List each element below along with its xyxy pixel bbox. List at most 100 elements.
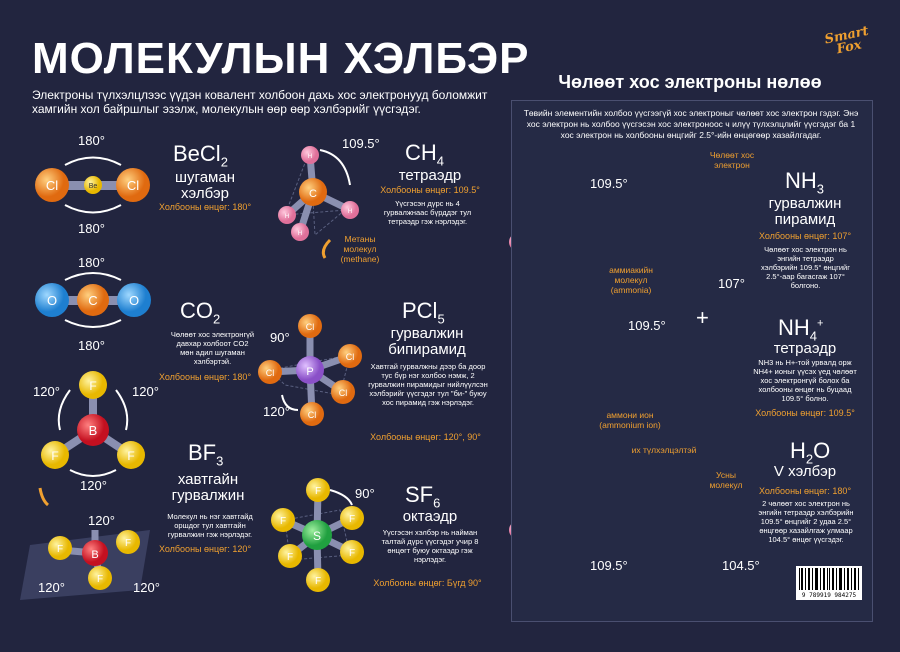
pcl5-shape-line2: бипирамид xyxy=(388,341,466,358)
h2o-angle-2: 104.5° xyxy=(722,558,760,573)
sf6-desc: Үүсгэсэн хэлбэр нь найман талтай дүрс үү… xyxy=(381,528,479,564)
becl2-shape-line2: хэлбэр xyxy=(181,185,229,202)
nh4-label-line2: (ammonium ion) xyxy=(599,420,661,430)
svg-text:C: C xyxy=(88,293,97,308)
svg-text:P: P xyxy=(306,366,313,378)
barcode-bars xyxy=(799,568,859,590)
svg-text:Cl: Cl xyxy=(346,352,355,362)
co2-angle-bottom: 180° xyxy=(78,338,105,353)
h2o-formula: H2O xyxy=(790,438,831,467)
sf6-formula: SF6 xyxy=(405,482,441,511)
svg-text:Cl: Cl xyxy=(266,368,275,378)
svg-text:H: H xyxy=(308,154,312,160)
bf3-angle-a: 120° xyxy=(33,384,60,399)
barcode-digits: 9 789919 984275 xyxy=(801,592,857,599)
pcl5-formula: PCl5 xyxy=(402,298,445,327)
pcl5-model: Cl Cl Cl Cl Cl P xyxy=(258,314,362,426)
pcl5-shape: гурвалжин бипирамид xyxy=(372,326,482,358)
svg-text:H: H xyxy=(285,214,289,220)
h2o-bond-angle: Холбооны өнцөг: 180° xyxy=(758,486,852,496)
cl-atom xyxy=(35,168,69,202)
sf6-shape: октаэдр xyxy=(402,508,458,525)
nh4-formula: NH4+ xyxy=(778,315,824,344)
bf3-shape-line2: гурвалжин xyxy=(171,487,245,504)
sf6-bond-angle: Холбооны өнцөг: Бүгд 90° xyxy=(373,578,482,588)
bf3-bond-angle: Холбооны өнцөг: 120° xyxy=(158,544,252,554)
barcode: 9 789919 984275 xyxy=(796,566,862,600)
nh3-shape-line2: пирамид xyxy=(774,211,836,228)
svg-text:H: H xyxy=(298,231,302,237)
ch4-formula: CH4 xyxy=(405,140,445,169)
svg-text:Cl: Cl xyxy=(46,178,58,193)
co2-bond-angle: Холбооны өнцөг: 180° xyxy=(158,372,252,382)
svg-text:B: B xyxy=(91,549,98,561)
svg-text:O: O xyxy=(129,293,139,308)
co2-model: O C O xyxy=(35,272,151,328)
bf3-shape: хавтгайн гурвалжин xyxy=(158,472,258,504)
svg-text:Cl: Cl xyxy=(339,388,348,398)
svg-text:C: C xyxy=(309,188,317,200)
be-atom xyxy=(84,176,102,194)
o-atom xyxy=(35,283,69,317)
h2o-repulsion-label: их түлхэлцэлтэй xyxy=(631,445,697,455)
o-atom xyxy=(117,283,151,317)
svg-text:H: H xyxy=(348,209,352,215)
svg-text:B: B xyxy=(89,423,98,438)
co2-angle-top: 180° xyxy=(78,255,105,270)
cl-atom xyxy=(116,168,150,202)
h2o-shape: V хэлбэр xyxy=(773,463,837,480)
nh4-angle: 109.5° xyxy=(628,318,666,333)
svg-text:Cl: Cl xyxy=(127,178,139,193)
nh4-label-line1: аммони ион xyxy=(606,410,654,420)
bf3-shape-line1: хавтгайн xyxy=(177,471,239,488)
svg-text:O: O xyxy=(47,293,57,308)
nh3-mol-line2: молекул xyxy=(614,275,648,285)
bf3-angle-b: 120° xyxy=(132,384,159,399)
svg-text:F: F xyxy=(315,576,321,587)
nh4-desc: NH3 нь H+-той урвалд орж NH4+ ионыг үүсэ… xyxy=(753,358,857,403)
bf3-angle-f: 120° xyxy=(133,580,160,595)
nh3-mol-line3: (ammonia) xyxy=(610,285,652,295)
ch4-model: H H H H C xyxy=(278,146,359,259)
ch4-desc: Үүсгэсэн дүрс нь 4 гурвалжнаас бүрддэг т… xyxy=(383,199,472,226)
becl2-angle-bottom: 180° xyxy=(78,221,105,236)
pcl5-angle-1: 90° xyxy=(270,330,290,345)
svg-text:S: S xyxy=(313,529,321,543)
h2o-mol-line2: молекул xyxy=(709,480,743,490)
nh3-angle-2: 107° xyxy=(718,276,745,291)
bf3-formula: BF3 xyxy=(188,440,224,469)
h2o-angle-1: 109.5° xyxy=(590,558,628,573)
bf3-angle-e: 120° xyxy=(38,580,65,595)
intro-text: Электроны түлхэлцлээс үүдэн ковалент хол… xyxy=(32,88,488,116)
svg-text:F: F xyxy=(287,552,293,563)
h2o-mol-label: Усны молекул xyxy=(706,470,746,490)
nh4-shape: тетраэдр xyxy=(773,340,837,357)
ch4-note-line2: молекул xyxy=(343,244,377,254)
h2o-mol-line1: Усны xyxy=(716,470,736,480)
svg-text:F: F xyxy=(315,486,321,497)
nh3-angle-1: 109.5° xyxy=(590,176,628,191)
svg-text:F: F xyxy=(57,544,63,555)
becl2-bond-angle: Холбооны өнцөг: 180° xyxy=(158,202,252,212)
nh4-label: аммони ион (ammonium ion) xyxy=(590,410,670,430)
nh4-bond-angle: Холбооны өнцөг: 109.5° xyxy=(755,408,855,418)
svg-text:F: F xyxy=(280,516,286,527)
becl2-angle-top: 180° xyxy=(78,133,105,148)
svg-text:F: F xyxy=(97,574,103,585)
nh3-formula: NH3 xyxy=(785,168,825,197)
ch4-angle: 109.5° xyxy=(342,136,380,151)
sf6-angle: 90° xyxy=(355,486,375,501)
becl2-shape: шугаман хэлбэр xyxy=(165,170,245,202)
nh3-bond-angle: Холбооны өнцөг: 107° xyxy=(758,231,852,241)
nh3-shape-line1: гурвалжин xyxy=(768,195,842,212)
ch4-note: Метаны молекул (methane) xyxy=(335,234,385,264)
becl2-formula: BeCl2 xyxy=(173,141,228,170)
svg-text:F: F xyxy=(127,449,134,463)
becl2-model: Cl Be Cl xyxy=(35,156,150,214)
panel-title: Чөлөөт хос электроны нөлөө xyxy=(558,72,822,92)
bf3-angle-c: 120° xyxy=(80,478,107,493)
nh3-lonepair-label: Чөлөөт хос электрон xyxy=(702,150,762,170)
svg-text:Cl: Cl xyxy=(306,322,315,332)
nh3-lonepair-line1: Чөлөөт хос xyxy=(709,150,755,160)
co2-desc: Чөлөөт хос электронгүй давхар холбоот CO… xyxy=(170,330,255,366)
